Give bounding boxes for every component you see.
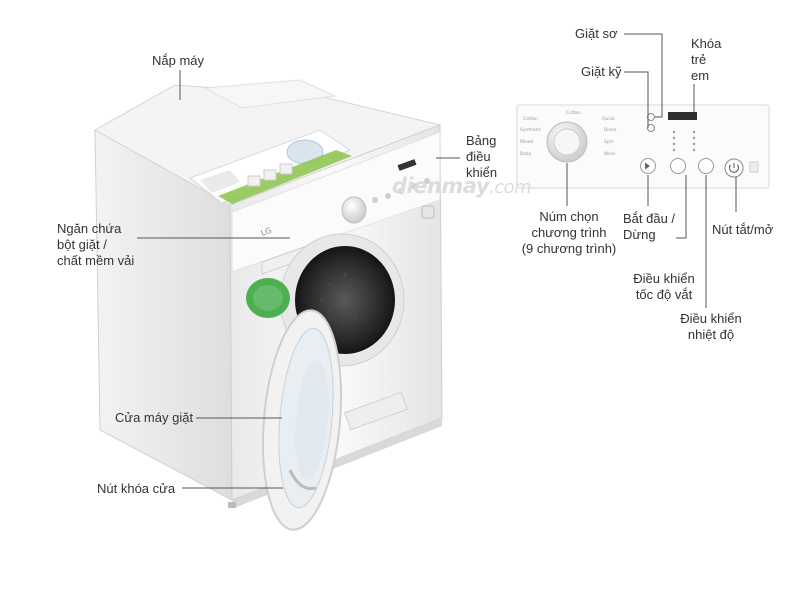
svg-text:Baby: Baby — [520, 151, 532, 157]
label-nap-may: Nắp máy — [152, 53, 205, 68]
panel-display — [668, 112, 697, 120]
label-toc-do-vat: Điều khiển tốc độ vắt — [633, 271, 695, 302]
svg-text:Rinse: Rinse — [604, 127, 617, 133]
label-ngan-chua: Ngăn chứa bột giặt / chất mềm vải — [57, 221, 135, 268]
machine-door — [261, 309, 343, 531]
label-giat-ky: Giặt kỹ — [581, 64, 622, 79]
machine-brand-text: LG — [260, 226, 273, 238]
svg-text:Quick: Quick — [602, 116, 615, 122]
leader-toc-do — [676, 175, 687, 239]
temp-button — [698, 158, 714, 174]
label-num-chon: Núm chọn chương trình (9 chương trình) — [521, 209, 617, 256]
leader-giat-ky — [624, 71, 649, 128]
label-bat-dau: Bắt đầu / Dừng — [623, 211, 676, 242]
intensive-button — [647, 124, 655, 132]
service-plate — [344, 391, 408, 431]
svg-text:Cotton: Cotton — [523, 116, 538, 122]
label-cua-may: Cửa máy giặt — [115, 410, 194, 425]
watermark: dienmay.com — [392, 174, 532, 198]
watermark-suffix: .com — [489, 177, 532, 198]
svg-text:Spin: Spin — [604, 139, 614, 145]
svg-text:Cotton: Cotton — [566, 110, 581, 116]
label-khoa-tre-em: Khóa trẻ em — [691, 36, 722, 83]
leader-giat-so — [624, 33, 663, 118]
top-sticker — [188, 79, 352, 204]
spin-button — [670, 158, 686, 174]
feature-badge — [246, 278, 290, 318]
label-giat-so: Giặt sơ — [575, 26, 618, 41]
prewash-button — [647, 113, 655, 121]
label-nut-tat-mo: Nút tắt/mở — [712, 222, 774, 237]
label-bang-dieu-khien: Bảng điều khiển — [466, 133, 498, 180]
machine-control-panel: LG — [231, 131, 441, 275]
svg-text:Wool: Wool — [604, 151, 615, 157]
svg-text:Synthetic: Synthetic — [520, 127, 542, 133]
label-nhiet-do: Điều khiển nhiệt độ — [680, 311, 742, 342]
leader-lines — [137, 33, 737, 489]
watermark-main: dienmay — [392, 174, 490, 198]
machine-foot — [228, 502, 236, 508]
label-nut-khoa-cua: Nút khóa cửa — [97, 481, 176, 496]
svg-text:Mixed: Mixed — [520, 139, 533, 145]
